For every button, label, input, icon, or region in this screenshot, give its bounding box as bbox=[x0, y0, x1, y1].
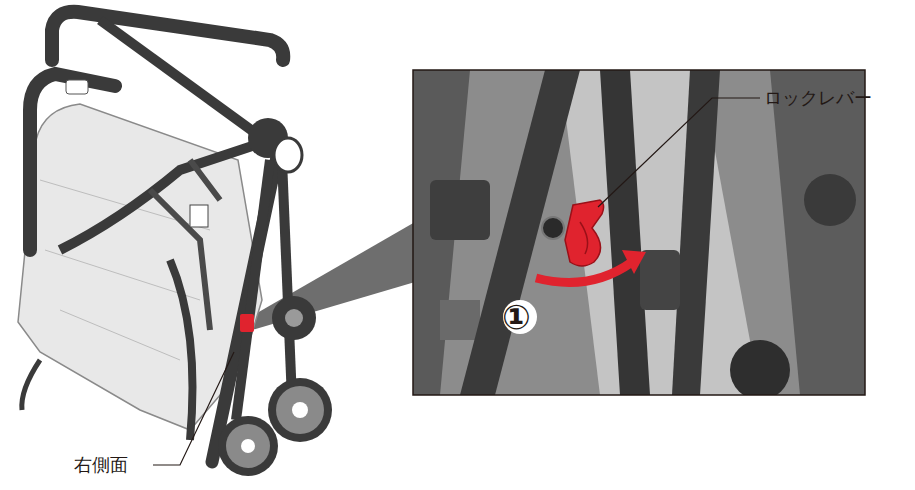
front-leg bbox=[212, 152, 278, 462]
part-name: 右側面 bbox=[74, 456, 128, 474]
wheel-hub bbox=[292, 402, 308, 418]
wheel-rim bbox=[226, 424, 270, 468]
buckle bbox=[190, 205, 208, 227]
frame-tube bbox=[60, 140, 270, 250]
handle-grip bbox=[66, 80, 88, 94]
rear-leg bbox=[282, 160, 292, 400]
wheel bbox=[218, 416, 278, 476]
joint-cap bbox=[274, 138, 302, 172]
arrow-head bbox=[622, 250, 646, 274]
frame-tube bbox=[100, 20, 265, 140]
part-name: ロックレバー bbox=[764, 89, 872, 107]
lock-lever bbox=[240, 314, 254, 332]
detail-inset bbox=[413, 70, 865, 395]
frame-tube bbox=[170, 260, 193, 440]
wheel-hub bbox=[241, 439, 255, 453]
inset-frame bbox=[413, 70, 865, 395]
handle-bar bbox=[52, 12, 283, 60]
strap bbox=[22, 360, 40, 410]
rotate-arrow bbox=[536, 262, 632, 282]
wheel bbox=[268, 378, 332, 442]
callout-number: ① bbox=[502, 300, 531, 334]
leader-line bbox=[153, 352, 234, 465]
number-disk bbox=[503, 300, 537, 334]
wheel bbox=[272, 296, 316, 340]
wheel-rim bbox=[276, 386, 324, 434]
wheel-hub bbox=[285, 309, 303, 327]
leader-line bbox=[598, 98, 760, 207]
rear-leg bbox=[236, 160, 270, 420]
